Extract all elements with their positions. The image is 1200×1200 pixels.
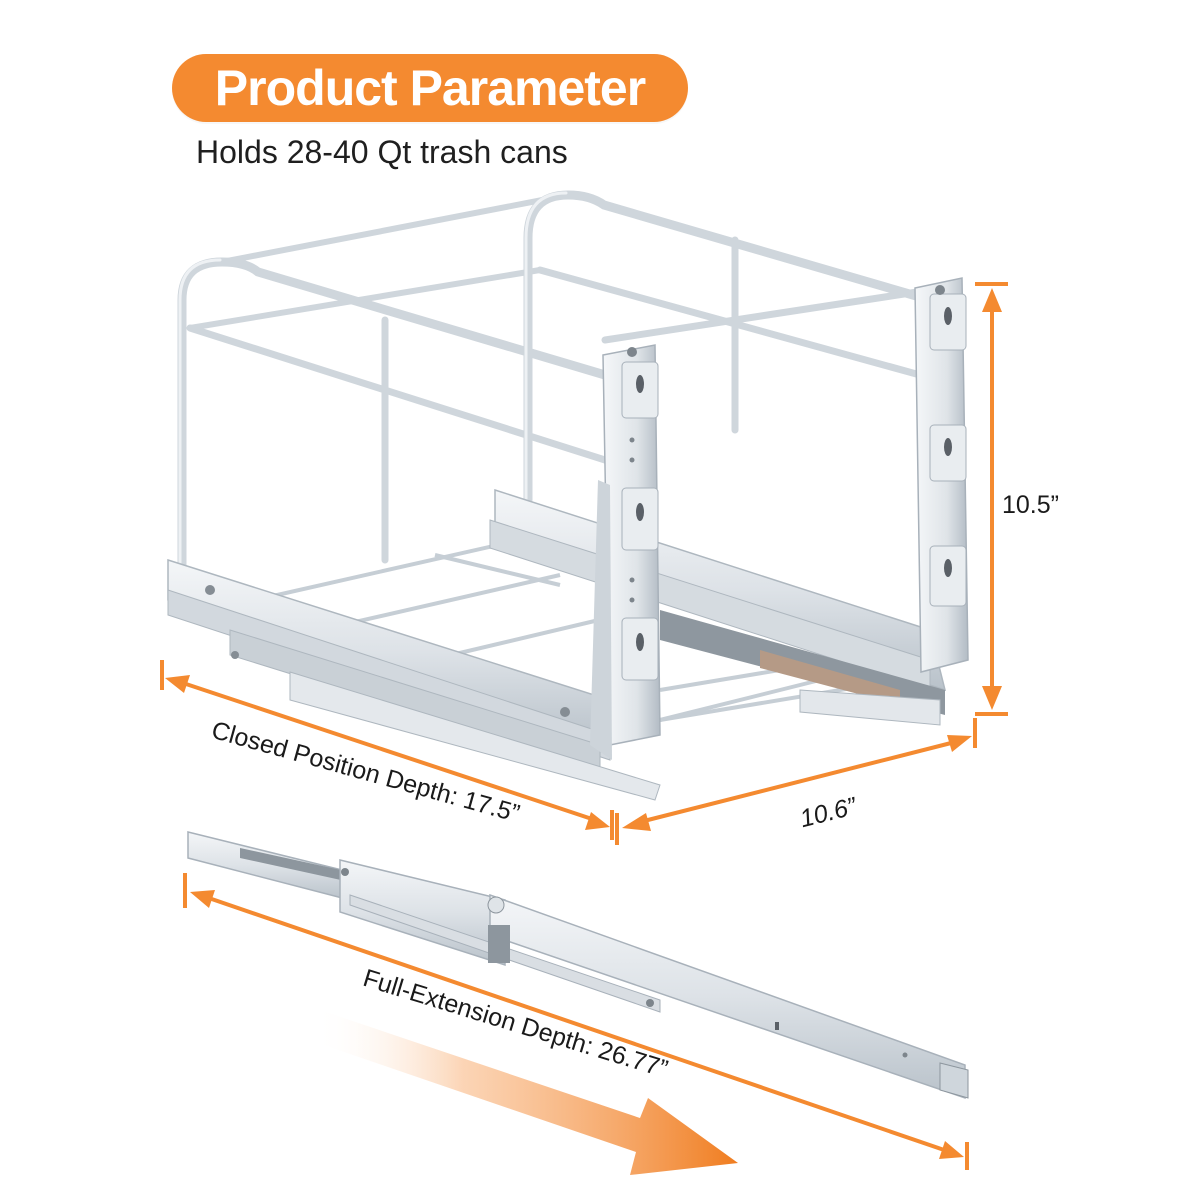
full-extension-dimension-arrow: [183, 873, 969, 1170]
front-slide-rail: [167, 558, 661, 801]
full-extension-slide: [187, 831, 969, 1100]
page-title: Product Parameter: [214, 60, 646, 116]
back-mounting-bracket: [914, 277, 969, 673]
capacity-subtitle: Holds 28-40 Qt trash cans: [196, 134, 568, 170]
height-label: 10.5”: [1002, 491, 1059, 519]
width-dimension-arrow: [615, 718, 977, 845]
basket-wire-frame: [177, 190, 935, 580]
title-pill: Product Parameter: [172, 54, 688, 122]
height-dimension-arrow: [975, 282, 1008, 716]
front-mounting-bracket: [590, 344, 661, 760]
orange-gradient-arrow-icon: [315, 1010, 738, 1175]
closed-depth-dimension-arrow: [160, 660, 614, 840]
